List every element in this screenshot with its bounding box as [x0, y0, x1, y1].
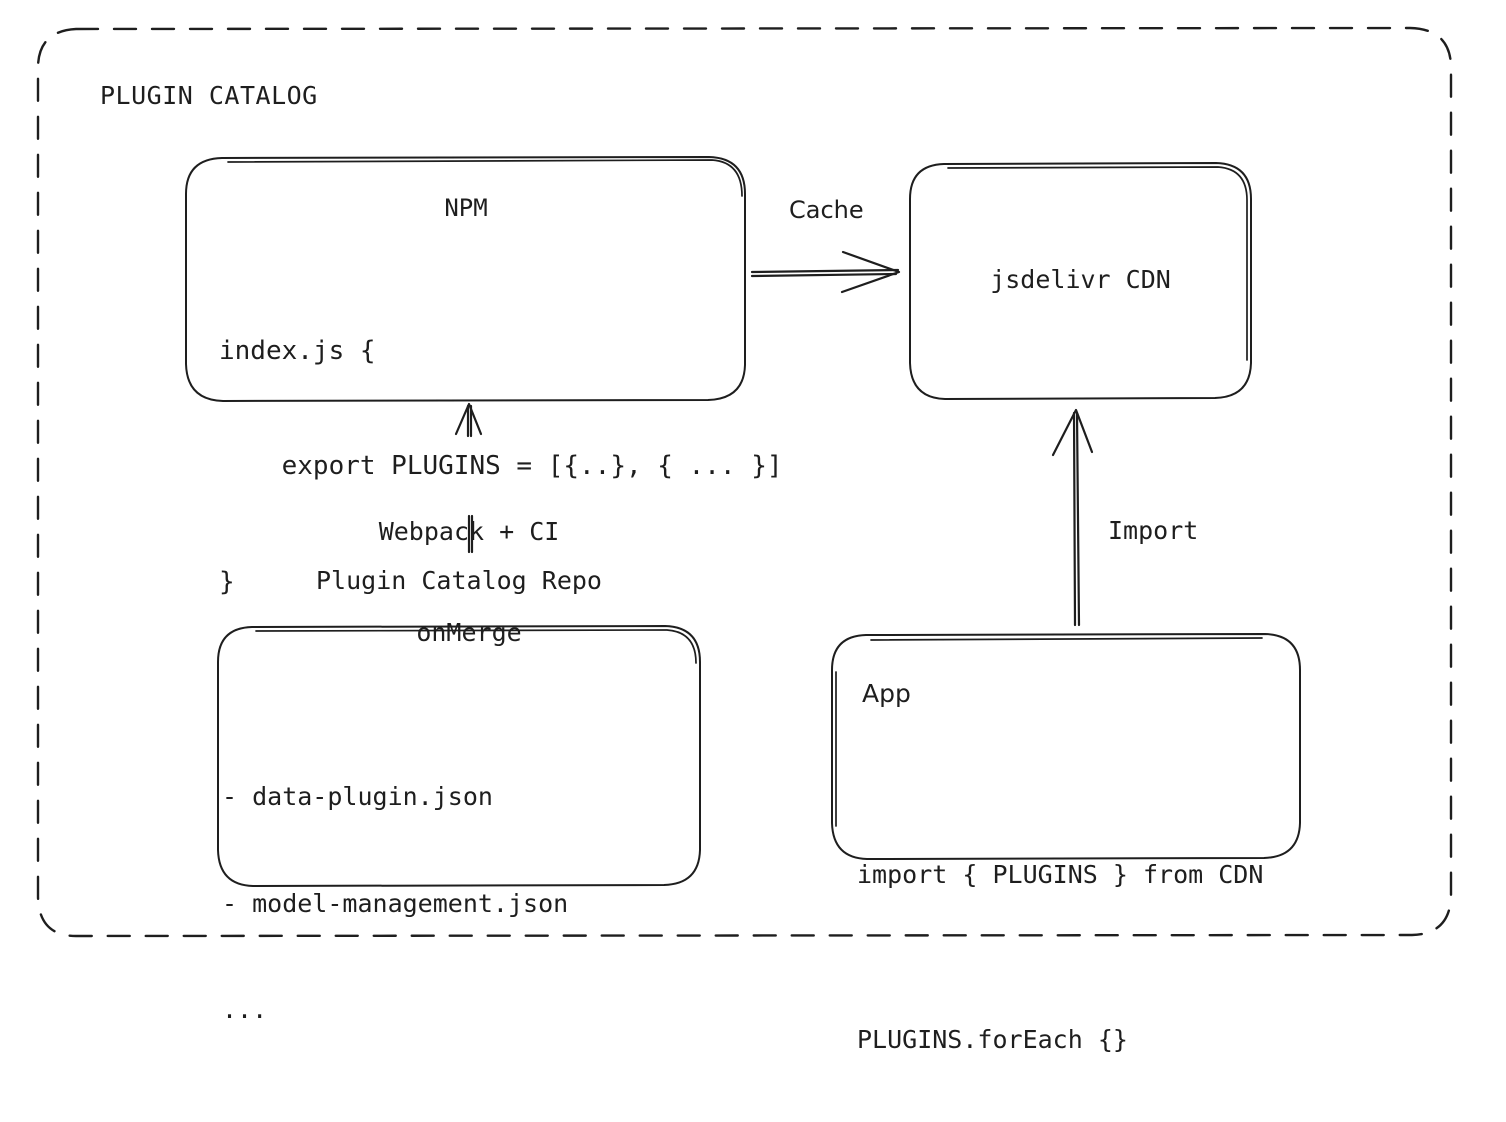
npm-node-title: NPM — [444, 194, 488, 222]
app-box-sketch-overlay — [835, 637, 1263, 827]
npm-code-line: export PLUGINS = [{..}, { ... }] — [219, 451, 783, 482]
app-node-title: App — [862, 679, 911, 708]
app-code-block: import { PLUGINS } from CDN PLUGINS.forE… — [857, 737, 1263, 1122]
edge-label-import: Import — [1108, 516, 1199, 545]
cdn-node-title: jsdelivr CDN — [990, 265, 1171, 294]
repo-box-sketch-overlay — [255, 629, 697, 664]
repo-file-item: - data-plugin.json — [222, 782, 493, 811]
app-box — [831, 633, 1301, 860]
npm-code-line: index.js { — [219, 335, 376, 366]
edge-label-line: Webpack + CI — [378, 516, 560, 546]
edge-app-to-cdn — [1051, 408, 1094, 627]
npm-box-sketch-overlay — [227, 159, 743, 197]
edge-repo-to-npm — [454, 402, 483, 554]
diagram-canvas — [36, 26, 1453, 938]
repo-file-item: ... — [222, 995, 268, 1024]
repo-node-caption: Plugin Catalog Repo — [316, 566, 602, 595]
edge-npm-to-cdn — [750, 250, 901, 294]
app-code-line: import { PLUGINS } from CDN — [857, 860, 1264, 889]
repo-file-item: - model-management.json — [222, 888, 569, 918]
app-code-line: PLUGINS.forEach {} — [857, 1025, 1128, 1054]
npm-code-line: } — [219, 566, 235, 597]
cdn-box-sketch-overlay — [947, 166, 1248, 361]
npm-code-block: index.js { export PLUGINS = [{..}, { ...… — [219, 255, 783, 640]
repo-file-list: - data-plugin.json - model-management.js… — [222, 708, 568, 1063]
group-title: PLUGIN CATALOG — [100, 81, 318, 110]
group-border-plugin-catalog — [36, 26, 1453, 938]
edge-label-line: onMerge — [416, 617, 522, 647]
edge-label-cache: Cache — [789, 196, 864, 224]
edge-label-webpack-ci: Webpack + CI onMerge — [262, 447, 676, 683]
cdn-box — [909, 162, 1252, 400]
repo-box — [217, 625, 701, 887]
npm-box — [185, 156, 746, 402]
